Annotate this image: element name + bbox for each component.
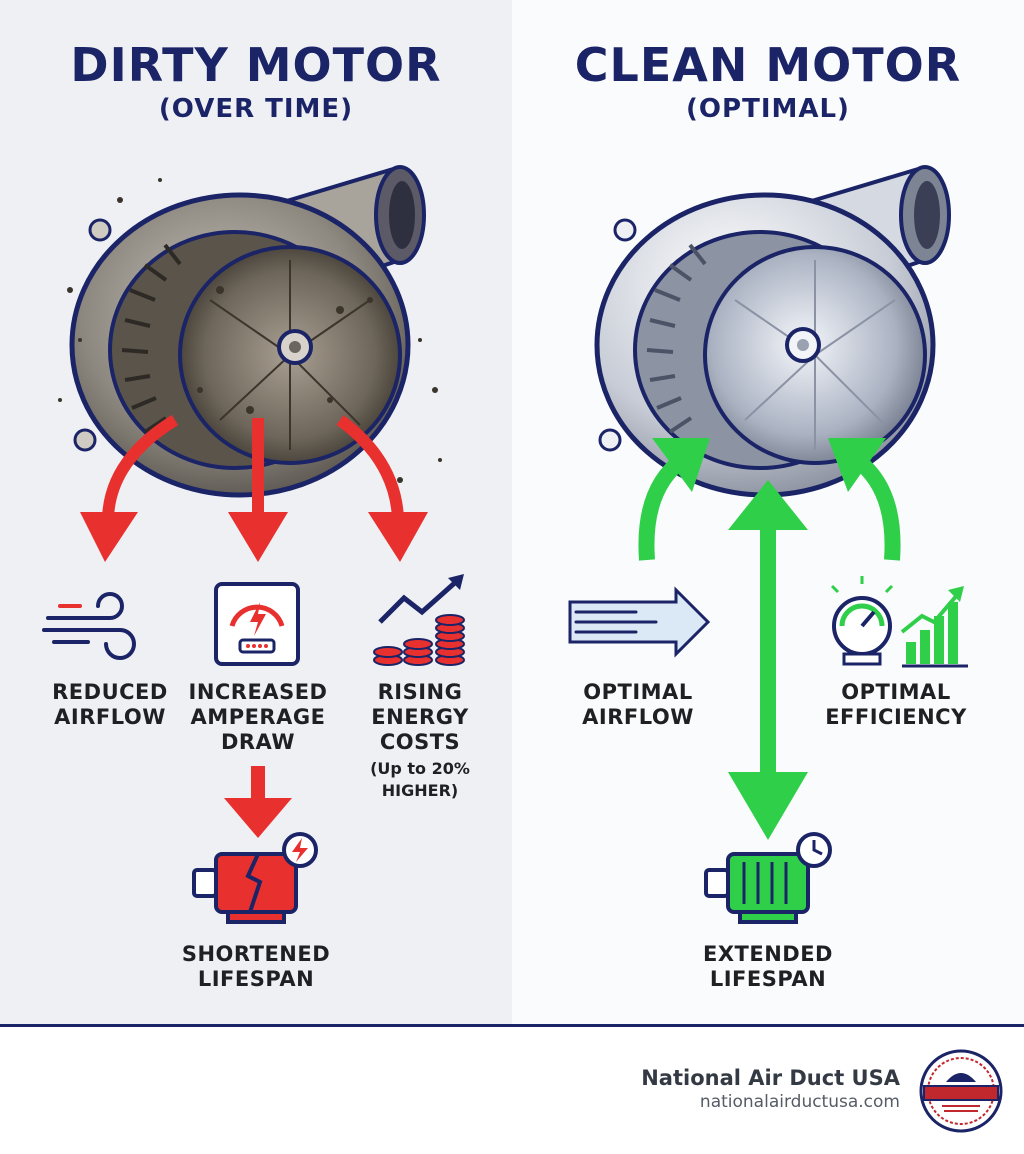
coins-chart-icon (373, 574, 465, 666)
brand-name: National Air Duct USA (641, 1066, 900, 1090)
energy-cost-note: (Up to 20%HIGHER) (370, 759, 470, 800)
broken-motor-icon (192, 832, 318, 924)
dirty-motor-title: DIRTY MOTOR (70, 38, 442, 92)
brand-url: nationalairductusa.com (699, 1092, 900, 1112)
footer-divider (0, 1024, 1024, 1027)
clean-motor-subtitle: (OPTIMAL) (686, 94, 850, 124)
clean-effect-arrows (638, 438, 901, 840)
lifespan-down-arrow (224, 766, 292, 838)
wind-icon (42, 592, 136, 660)
amp-meter-icon (214, 582, 300, 666)
clean-motor-title: CLEAN MOTOR (574, 38, 962, 92)
dirty-effect-arrows (80, 414, 428, 562)
gauge-chart-icon (830, 576, 968, 668)
footer (0, 1027, 1024, 1154)
airflow-arrow-icon (568, 586, 711, 658)
dirty-blower-illustration (58, 165, 442, 498)
motor-clock-icon (704, 832, 832, 924)
dirty-motor-subtitle: (OVER TIME) (158, 94, 354, 124)
clean-blower-illustration (594, 165, 951, 498)
national-air-duct-logo (919, 1049, 1003, 1133)
